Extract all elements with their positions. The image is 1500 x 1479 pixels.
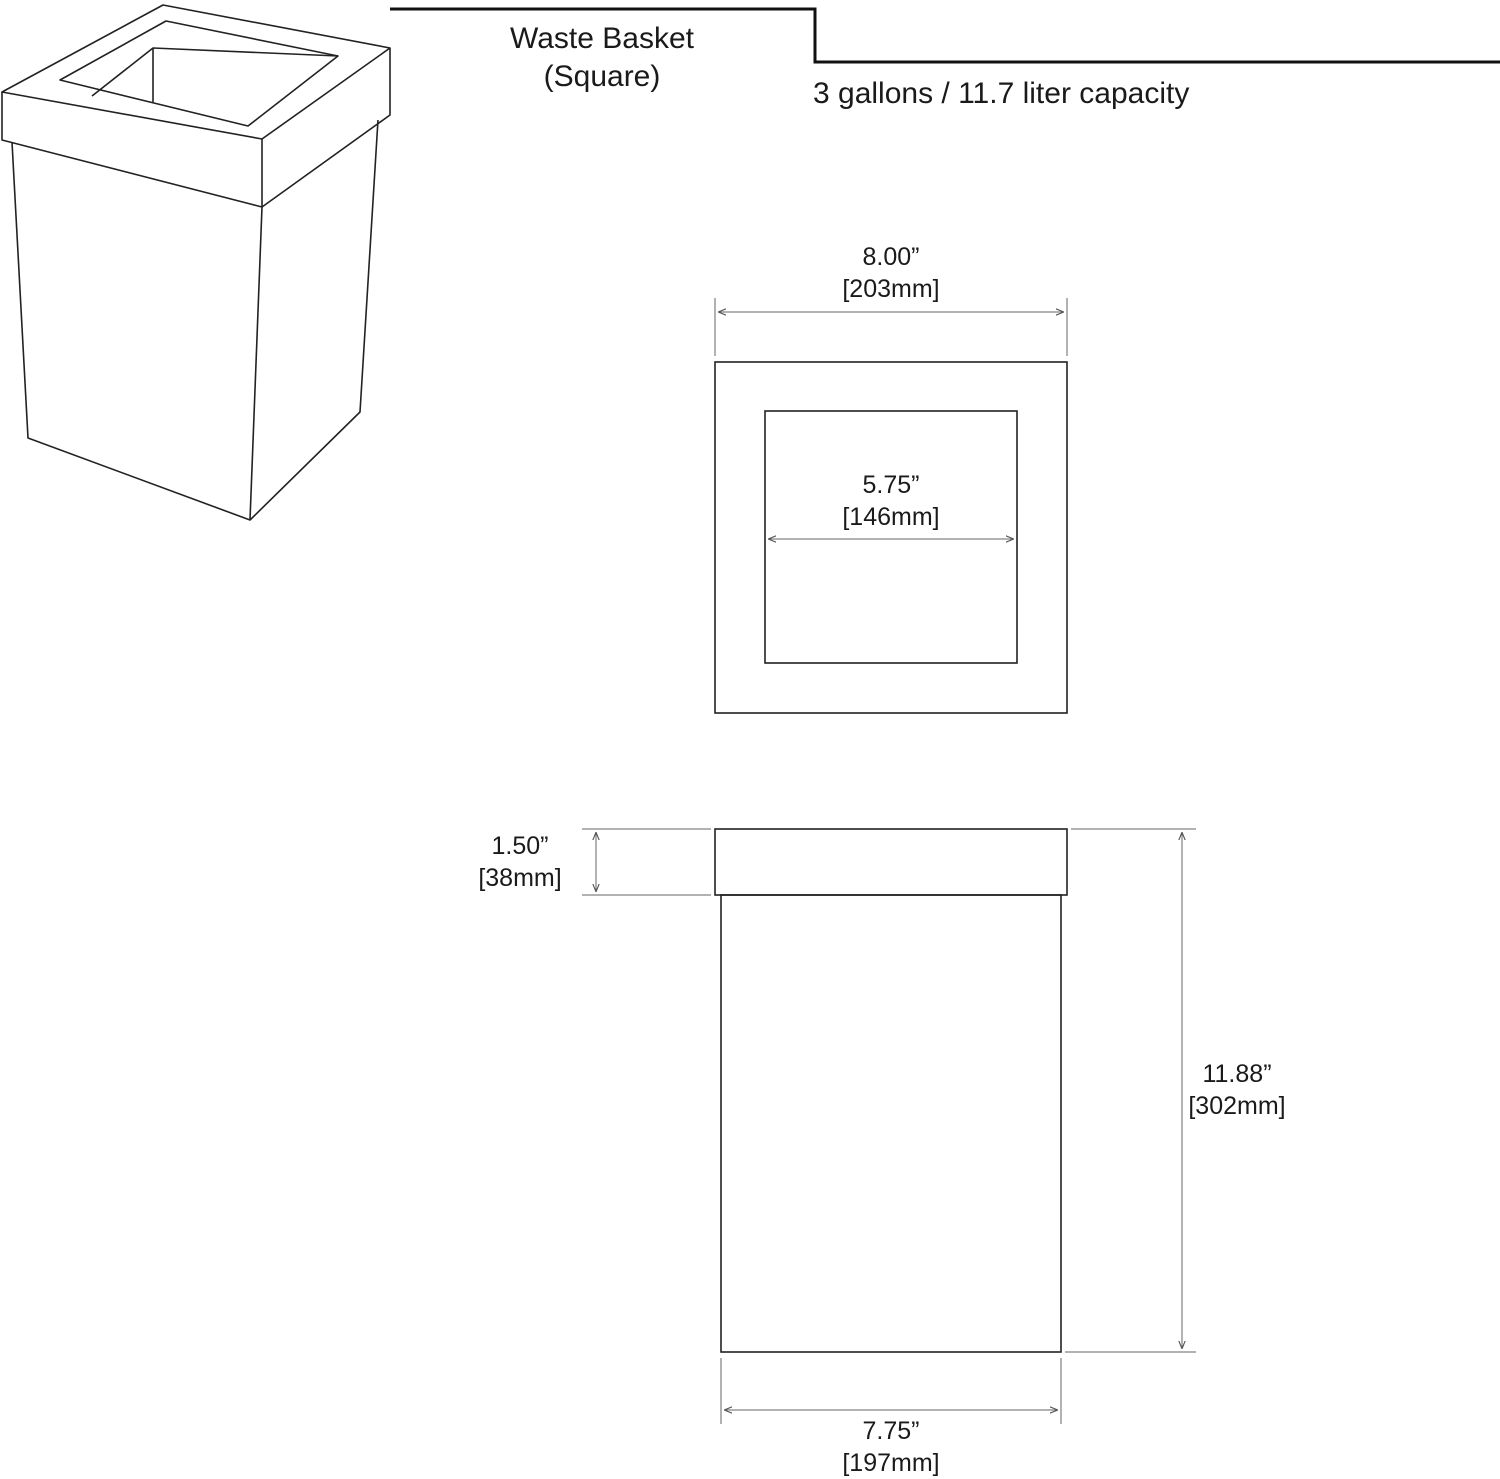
inner-opening-label: 5.75” [146mm] [791,469,991,533]
lid-height-inch: 1.50” [491,832,549,860]
inner-opening-mm: [146mm] [842,503,940,531]
top-view-outer [714,361,1068,714]
lid-height-label: 1.50” [38mm] [450,830,590,894]
header-rule [390,7,1500,64]
total-height-label: 11.88” [302mm] [1167,1058,1307,1122]
total-height-mm: [302mm] [1188,1092,1286,1120]
title: Waste Basket (Square) [462,20,742,96]
front-view-lid [714,828,1068,896]
outer-width-mm: [203mm] [842,275,940,303]
body-width-inch: 7.75” [862,1417,920,1445]
body-width-mm: [197mm] [842,1449,940,1477]
total-height-inch: 11.88” [1202,1060,1272,1088]
title-line1: Waste Basket [510,22,694,55]
outer-width-label: 8.00” [203mm] [791,241,991,305]
top-view [714,361,1068,714]
dimension-lines [582,298,1196,1424]
isometric-view [1,4,391,521]
front-view [714,828,1068,1353]
title-line2: (Square) [543,60,661,93]
body-width-label: 7.75” [197mm] [791,1415,991,1479]
top-view-inner [764,410,1018,664]
lid-height-mm: [38mm] [478,864,562,892]
front-view-body [720,894,1062,1353]
inner-opening-inch: 5.75” [862,471,920,499]
outer-width-inch: 8.00” [862,243,920,271]
capacity-label: 3 gallons / 11.7 liter capacity [813,77,1190,110]
